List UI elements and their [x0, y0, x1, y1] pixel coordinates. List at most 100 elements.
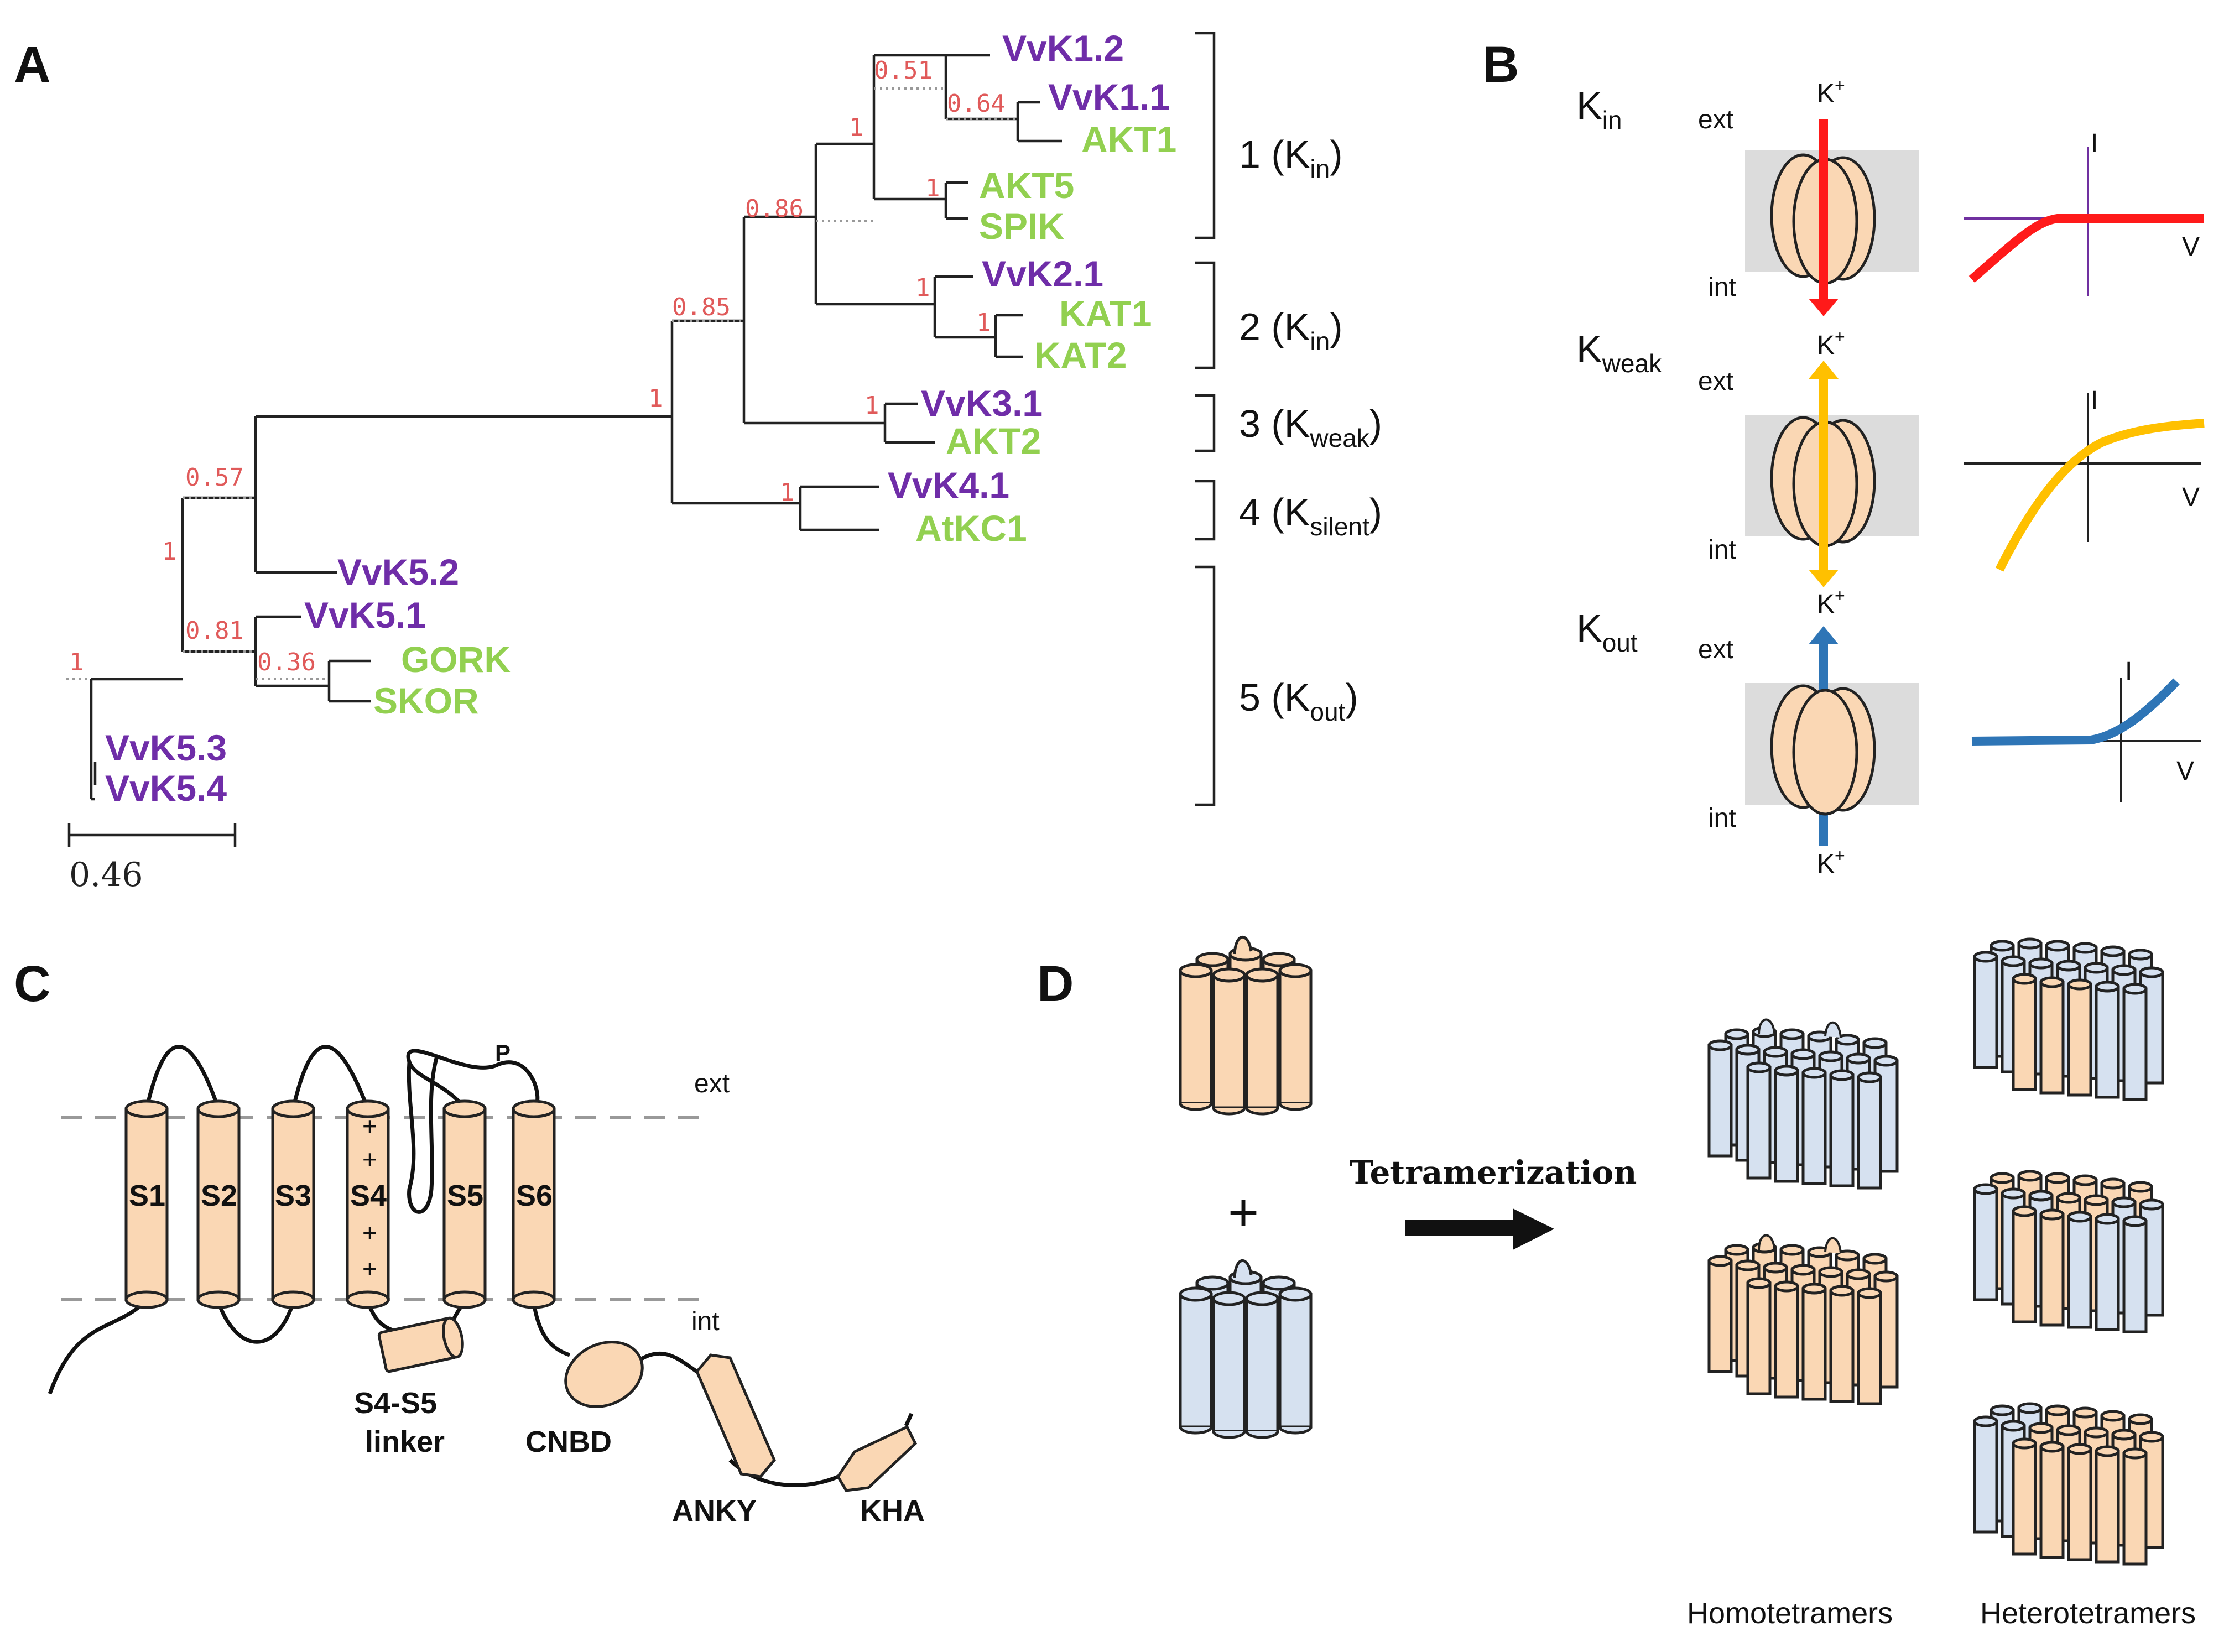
channel-types: Kin ext int K+ I V Kweak ext int — [1576, 75, 2205, 879]
ext-label: ext — [1698, 635, 1733, 664]
homotetramers-label: Homotetramers — [1687, 1597, 1893, 1630]
support-value: 1 — [925, 174, 940, 202]
clade-label: 1 (Kin) — [1239, 133, 1343, 183]
panel-label-d: D — [1037, 956, 1074, 1012]
ext-label: ext — [1698, 105, 1733, 134]
ext-label: ext — [694, 1069, 730, 1098]
panel-label-b: B — [1482, 37, 1519, 93]
helix-s1 — [124, 1099, 169, 1309]
segment-label: S2 — [201, 1179, 237, 1212]
plus-sign: + — [1228, 1183, 1259, 1242]
taxon-label: KAT1 — [1059, 293, 1152, 334]
taxon-label: AKT2 — [946, 420, 1041, 461]
segment-label: S5 — [447, 1179, 483, 1212]
channel-type-label: Kweak — [1576, 327, 1662, 378]
support-value: 1 — [162, 538, 177, 566]
positive-charge: + — [362, 1218, 377, 1247]
ion-flux-arrowhead — [1809, 570, 1839, 587]
heterotetramers-label: Heterotetramers — [1980, 1597, 2196, 1630]
segment-label: S3 — [275, 1179, 311, 1212]
taxon-label: VvK2.1 — [982, 253, 1103, 294]
subunit-monomer-a — [1180, 937, 1311, 1114]
int-label: int — [1708, 535, 1736, 565]
clade-label: 2 (Kin) — [1239, 305, 1343, 356]
channel-topology: ext int — [48, 1040, 925, 1528]
channel-kweak: Kweak ext int K+ I V — [1576, 327, 2205, 587]
subunit-monomer-b — [1180, 1260, 1311, 1437]
helix-s3 — [271, 1099, 315, 1309]
current-axis-label: I — [2125, 657, 2132, 686]
support-value: 0.85 — [672, 293, 731, 321]
ion-flux-arrowhead — [1809, 299, 1839, 316]
taxon-label: GORK — [401, 639, 511, 680]
taxon-label: VvK5.1 — [304, 595, 426, 635]
voltage-axis-label: V — [2182, 232, 2200, 262]
kha-domain — [836, 1425, 918, 1492]
clade-label: 4 (Ksilent) — [1239, 491, 1382, 541]
taxon-label: VvK3.1 — [921, 383, 1043, 424]
current-axis-label: I — [2091, 386, 2098, 415]
linker-label: linker — [365, 1425, 445, 1458]
homotetramer-blue — [1709, 1018, 1897, 1188]
process-arrowhead — [1513, 1208, 1554, 1250]
heterotetramer-2 — [1975, 1171, 2163, 1332]
support-value: 0.81 — [185, 617, 244, 645]
helix-s6 — [512, 1099, 556, 1309]
cnbd-domain — [564, 1341, 644, 1408]
homotetramer-orange — [1709, 1234, 1897, 1404]
clade-brackets — [1195, 32, 1216, 806]
pore-loop-label: P — [495, 1040, 511, 1066]
clade-label: 5 (Kout) — [1239, 676, 1358, 726]
potassium-label: K+ — [1817, 846, 1845, 879]
iv-curve — [1968, 214, 2204, 283]
int-label: int — [691, 1307, 720, 1336]
support-value: 1 — [915, 274, 930, 302]
segment-label: S6 — [516, 1179, 553, 1212]
positive-charge: + — [362, 1145, 377, 1174]
panel-label-a: A — [14, 37, 50, 93]
support-value: 1 — [648, 384, 663, 413]
potassium-label: K+ — [1817, 327, 1845, 360]
taxon-label: SKOR — [373, 680, 479, 721]
voltage-axis-label: V — [2182, 483, 2200, 512]
helix-s5 — [442, 1099, 487, 1309]
voltage-axis-label: V — [2176, 757, 2194, 786]
anky-label: ANKY — [672, 1494, 757, 1528]
process-label: Tetramerization — [1350, 1154, 1637, 1191]
taxon-label: AKT5 — [979, 165, 1074, 206]
support-value: 0.57 — [185, 463, 244, 492]
taxon-label: VvK1.2 — [1002, 28, 1124, 69]
support-value: 0.86 — [745, 195, 804, 223]
kha-label: KHA — [860, 1494, 925, 1528]
channel-subunit — [1792, 689, 1858, 816]
heterotetramer-3 — [1975, 1404, 2163, 1564]
positive-charge: + — [362, 1254, 377, 1283]
channel-kin: Kin ext int K+ I V — [1576, 75, 2204, 316]
ion-flux-arrowhead — [1809, 361, 1839, 379]
taxon-label: VvK5.2 — [337, 551, 459, 592]
taxon-label: SPIK — [979, 206, 1064, 247]
heterotetramer-1 — [1975, 939, 2163, 1099]
panel-label-c: C — [14, 956, 50, 1012]
taxon-label: VvK1.1 — [1048, 76, 1170, 117]
helix-s4 — [346, 1099, 390, 1309]
channel-type-label: Kout — [1576, 607, 1638, 657]
current-axis-label: I — [2091, 129, 2098, 158]
support-value: 0.64 — [947, 90, 1006, 118]
support-value: 0.51 — [874, 56, 933, 85]
ion-flux-arrowhead — [1809, 626, 1839, 644]
iv-curve — [1995, 419, 2205, 572]
tetramerization-diagram: + Tetramerization — [1180, 937, 2196, 1630]
taxon-label: AtKC1 — [915, 508, 1027, 549]
channel-type-label: Kin — [1576, 84, 1622, 134]
taxon-label: VvK5.3 — [105, 727, 227, 768]
s4-s5-linker — [377, 1316, 464, 1373]
linker-label: S4-S5 — [354, 1387, 437, 1420]
potassium-label: K+ — [1817, 586, 1845, 619]
potassium-label: K+ — [1817, 75, 1845, 108]
segment-label: S1 — [129, 1179, 165, 1212]
cnbd-label: CNBD — [525, 1425, 612, 1458]
channel-kout: Kout ext int K+ K+ I V — [1576, 586, 2201, 879]
taxon-label: VvK5.4 — [105, 768, 227, 809]
